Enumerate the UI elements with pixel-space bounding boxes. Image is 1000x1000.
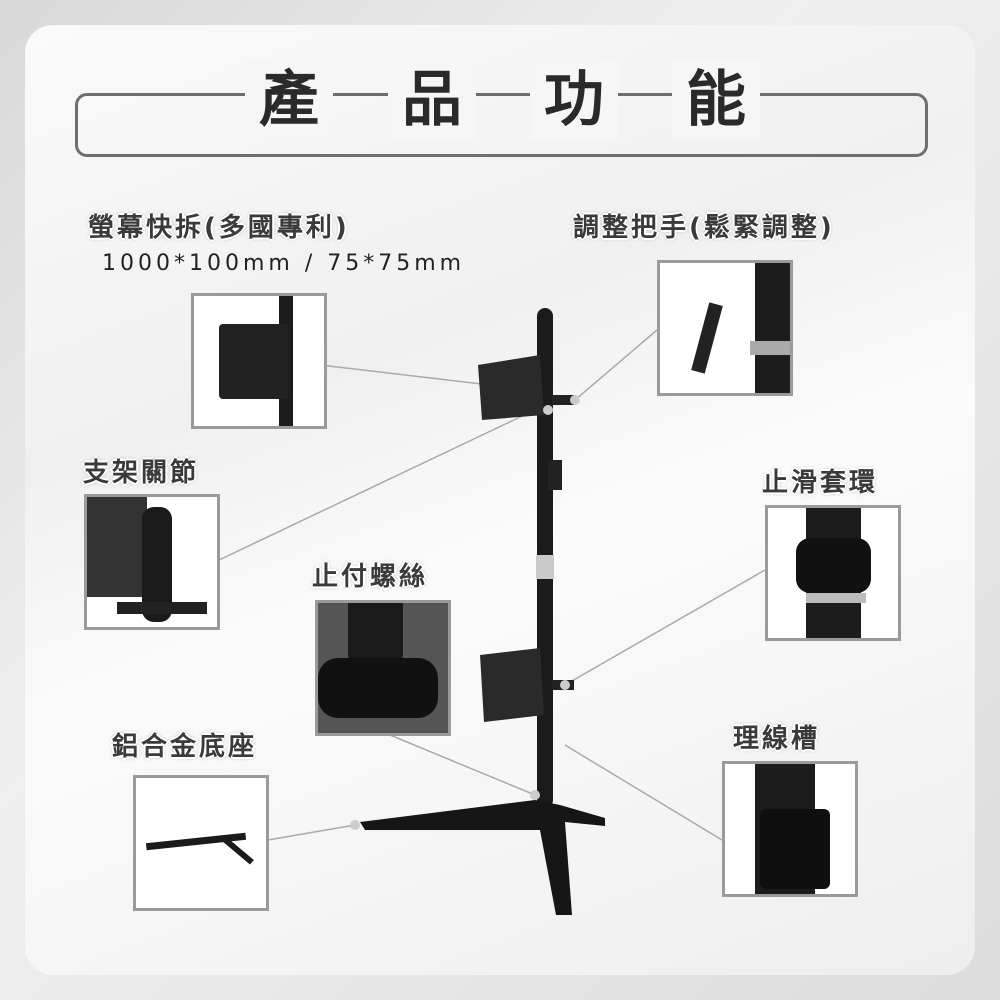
- monitor-plate-top: [478, 355, 544, 420]
- detail-handle: [657, 260, 793, 396]
- title-char: 產: [245, 60, 333, 140]
- connector-lines: [218, 329, 766, 841]
- title-char: 能: [672, 60, 760, 140]
- label-base: 鋁合金底座: [112, 732, 258, 762]
- ring: [536, 555, 554, 579]
- label-quick-release: 螢幕快拆(多國專利): [88, 213, 350, 243]
- label-joint: 支架關節: [83, 458, 200, 488]
- label-handle: 調整把手(鬆緊調整): [573, 213, 835, 243]
- detail-joint: [84, 494, 220, 630]
- detail-screw: [315, 600, 451, 736]
- detail-base: [133, 775, 269, 911]
- vesa-spec: 1000*100mm / 75*75mm: [102, 251, 466, 276]
- label-cable: 理線槽: [733, 724, 821, 754]
- title-char: 功: [530, 60, 618, 140]
- monitor-plate-bottom: [480, 648, 544, 722]
- label-ring: 止滑套環: [762, 468, 879, 498]
- detail-cable: [722, 761, 858, 897]
- title-char: 品: [388, 60, 476, 140]
- base: [360, 800, 605, 915]
- title-bar: [75, 93, 928, 157]
- detail-quick-release: [191, 293, 327, 429]
- detail-ring: [765, 505, 901, 641]
- label-screw: 止付螺絲: [312, 562, 429, 592]
